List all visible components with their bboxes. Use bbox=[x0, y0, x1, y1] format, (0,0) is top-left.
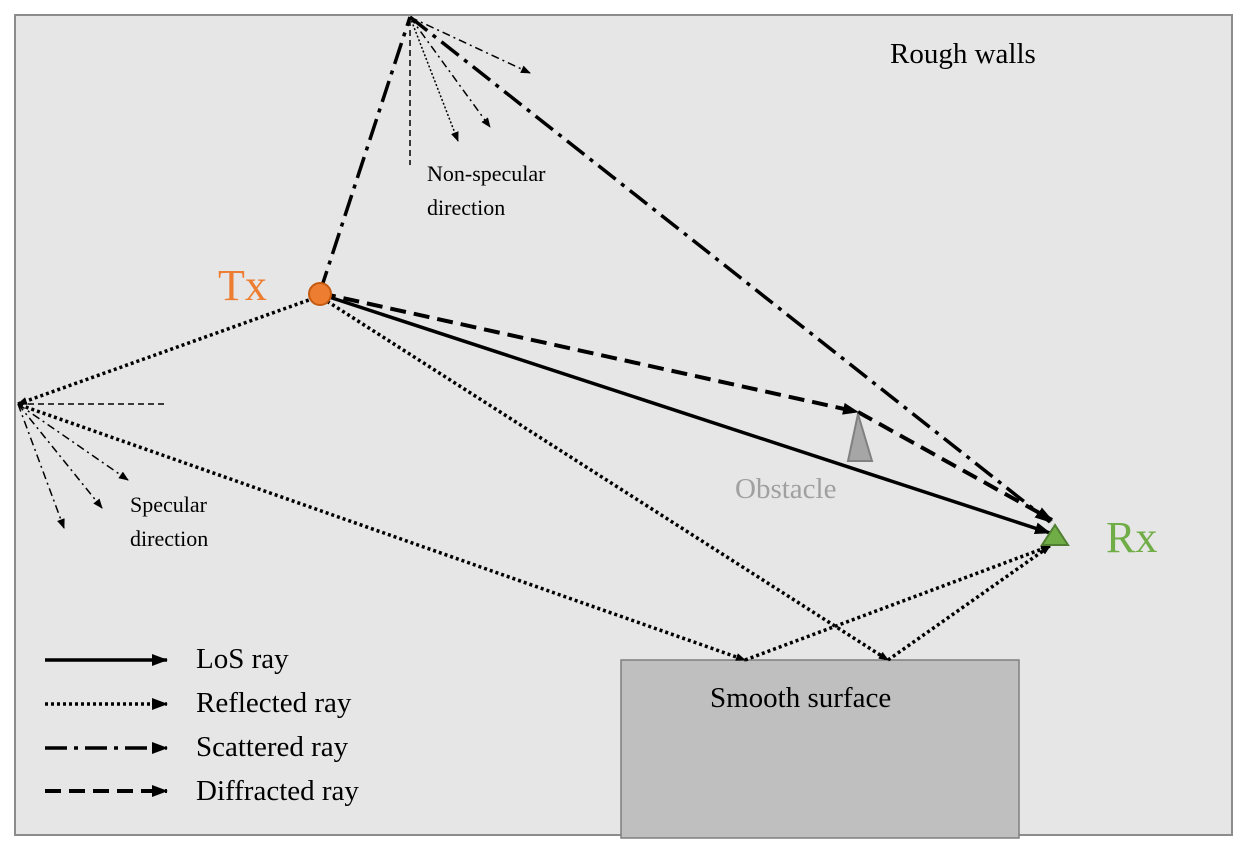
non-specular-label-line1: Non-specular bbox=[427, 161, 546, 186]
tx-label: Tx bbox=[218, 261, 267, 310]
specular-label-line2: direction bbox=[130, 526, 208, 551]
specular-label-line1: Specular bbox=[130, 492, 208, 517]
diffracted-ray-obstacle-to-rx bbox=[857, 410, 1053, 522]
reflected-ray-tx-to-surface bbox=[321, 296, 889, 662]
legend-label-diffracted: Diffracted ray bbox=[196, 775, 359, 807]
los-ray bbox=[319, 292, 1051, 535]
scatter-lobe-top-2 bbox=[409, 16, 491, 128]
non-specular-label-line2: direction bbox=[427, 195, 505, 220]
scattered-ray-wall-to-rx bbox=[408, 15, 1052, 524]
scattered-rays bbox=[17, 15, 1052, 529]
rough-walls-label: Rough walls bbox=[890, 38, 1036, 70]
reflected-rays bbox=[17, 294, 1052, 662]
scatter-lobe-top-1 bbox=[409, 16, 531, 74]
tx-node bbox=[308, 282, 332, 306]
diffracted-ray-tx-to-obstacle bbox=[319, 291, 859, 415]
legend-label-los: LoS ray bbox=[196, 643, 289, 675]
diffracted-rays bbox=[319, 291, 1053, 522]
legend-label-scattered: Scattered ray bbox=[196, 731, 349, 763]
scattered-ray-tx-to-wall bbox=[318, 16, 412, 293]
obstacle-label: Obstacle bbox=[735, 473, 836, 505]
legend-label-reflected: Reflected ray bbox=[196, 687, 352, 719]
rx-label: Rx bbox=[1106, 513, 1157, 562]
smooth-surface-block bbox=[620, 659, 1020, 839]
obstacle-shape bbox=[846, 413, 874, 462]
smooth-surface-label: Smooth surface bbox=[710, 682, 891, 714]
rx-node bbox=[1040, 523, 1070, 546]
scatter-lobe-left-2 bbox=[17, 403, 103, 509]
scatter-lobe-left-1 bbox=[17, 403, 129, 481]
legend: LoS ray Reflected ray Scattered ray Diff… bbox=[45, 643, 359, 807]
scatter-lobe-left-3 bbox=[17, 403, 65, 529]
reflected-ray-surface-to-rx-1 bbox=[744, 544, 1051, 662]
reflected-ray-left-wall-to-surface bbox=[19, 403, 746, 662]
